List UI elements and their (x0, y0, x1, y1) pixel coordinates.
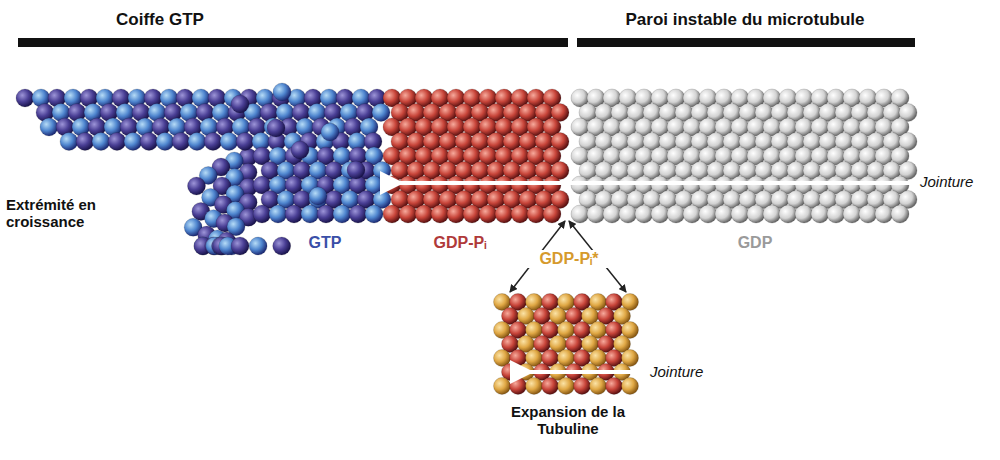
tubulin-sphere (156, 133, 174, 151)
tubulin-sphere (188, 177, 206, 195)
tubulin-sphere (365, 205, 383, 223)
tubulin-sphere (543, 205, 561, 223)
tubulin-sphere (333, 205, 351, 223)
microtubule-lattice (16, 83, 917, 255)
tubulin-sphere (495, 205, 513, 223)
tubulin-sphere (140, 133, 158, 151)
tubulin-sphere (269, 205, 287, 223)
tubulin-sphere (731, 205, 749, 223)
tubulin-sphere (875, 205, 893, 223)
tubulin-sphere (667, 205, 685, 223)
state-label: GTP (290, 234, 360, 252)
tubulin-sphere (285, 205, 303, 223)
tubulin-sphere (172, 133, 190, 151)
tubulin-sphere (859, 205, 877, 223)
tubulin-sphere (494, 378, 511, 395)
tubulin-sphere (231, 95, 249, 113)
end-label: Extrémité en croissance (6, 196, 124, 231)
tubulin-sphere (558, 378, 575, 395)
wall-bar (577, 38, 915, 47)
tubulin-sphere (204, 133, 222, 151)
tubulin-sphere (321, 123, 339, 141)
inset-title: Expansion de la Tubuline (488, 403, 648, 438)
tubulin-sphere (447, 205, 465, 223)
tubulin-sphere (301, 205, 319, 223)
tubulin-sphere (795, 205, 813, 223)
tubulin-sphere (526, 378, 543, 395)
seam-arrow (400, 181, 912, 185)
tubulin-sphere (383, 205, 401, 223)
tubulin-sphere (76, 133, 94, 151)
cap-bar (18, 38, 568, 47)
tubulin-sphere (699, 205, 717, 223)
tubulin-sphere (108, 133, 126, 151)
tubulin-sphere (60, 133, 78, 151)
tubulin-sphere (16, 89, 34, 107)
tubulin-sphere (236, 133, 254, 151)
tubulin-sphere (349, 205, 367, 223)
tubulin-sphere (635, 205, 653, 223)
tubulin-sphere (479, 205, 497, 223)
tubulin-sphere (317, 205, 335, 223)
section-title: Coiffe GTP (60, 10, 260, 30)
tubulin-sphere (843, 205, 861, 223)
tubulin-sphere (779, 205, 797, 223)
tubulin-sphere (715, 205, 733, 223)
state-label: GDP-Pᵢ* (524, 250, 614, 268)
tubulin-sphere (527, 205, 545, 223)
tubulin-sphere (587, 205, 605, 223)
expansion-lattice (494, 294, 639, 395)
tubulin-sphere (188, 133, 206, 151)
seam-arrow (530, 370, 642, 374)
tubulin-sphere (399, 205, 417, 223)
tubulin-sphere (651, 205, 669, 223)
tubulin-sphere (606, 378, 623, 395)
tubulin-sphere (220, 133, 238, 151)
tubulin-sphere (542, 378, 559, 395)
tubulin-sphere (372, 104, 390, 122)
seam-label: Jointure (920, 173, 973, 190)
tubulin-sphere (273, 237, 291, 255)
tubulin-sphere (92, 133, 110, 151)
tubulin-sphere (571, 205, 589, 223)
tubulin-sphere (603, 205, 621, 223)
tubulin-sphere (811, 205, 829, 223)
tubulin-sphere (574, 378, 591, 395)
tubulin-sphere (891, 205, 909, 223)
tubulin-sphere (231, 237, 249, 255)
tubulin-sphere (40, 118, 58, 136)
tubulin-sphere (511, 205, 529, 223)
tubulin-sphere (124, 133, 142, 151)
tubulin-sphere (431, 205, 449, 223)
tubulin-sphere (683, 205, 701, 223)
tubulin-sphere (590, 378, 607, 395)
tubulin-sphere (291, 141, 309, 159)
tubulin-sphere (309, 187, 327, 205)
section-title: Paroi instable du microtubule (590, 10, 900, 30)
tubulin-sphere (249, 237, 267, 255)
tubulin-sphere (510, 378, 527, 395)
tubulin-sphere (747, 205, 765, 223)
tubulin-sphere (463, 205, 481, 223)
tubulin-sphere (415, 205, 433, 223)
tubulin-sphere (253, 205, 271, 223)
tubulin-sphere (273, 83, 291, 101)
tubulin-sphere (622, 378, 639, 395)
tubulin-sphere (267, 119, 285, 137)
seam-label: Jointure (650, 363, 703, 380)
tubulin-sphere (763, 205, 781, 223)
tubulin-sphere (827, 205, 845, 223)
tubulin-sphere (619, 205, 637, 223)
tubulin-sphere (347, 161, 365, 179)
state-label: GDP (700, 234, 810, 252)
state-label: GDP-Pᵢ (410, 234, 510, 252)
